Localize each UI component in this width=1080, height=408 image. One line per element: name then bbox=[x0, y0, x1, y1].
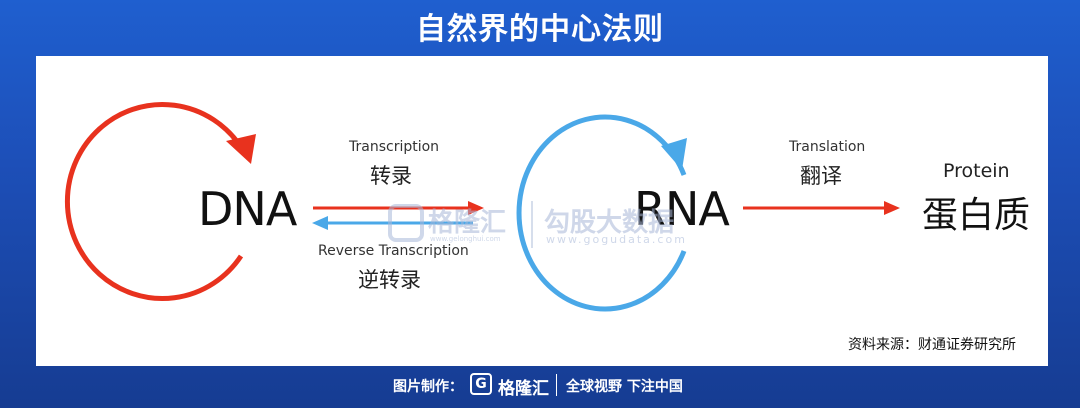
diagram-graphics bbox=[64, 102, 900, 312]
watermark-second-brand: 勾股大数据 bbox=[544, 208, 675, 238]
transcription-zh-label: 转录 bbox=[370, 164, 412, 188]
transcription-arrowhead bbox=[468, 201, 484, 215]
reverse-transcription-zh-label: 逆转录 bbox=[358, 268, 421, 292]
rna-self-loop-arrowhead bbox=[661, 138, 687, 170]
translation-zh-label: 翻译 bbox=[800, 164, 842, 188]
rna-self-loop-arrow bbox=[516, 114, 687, 312]
source-note: 资料来源：财通证券研究所 bbox=[848, 337, 1016, 353]
reverse-transcription-arrowhead bbox=[312, 216, 328, 230]
rna-label: RNA bbox=[634, 182, 730, 236]
watermark-brand-url: www.gelonghui.com bbox=[430, 235, 501, 243]
watermark-second-url: www.gogudata.com bbox=[546, 233, 687, 246]
dna-self-loop-arrowhead bbox=[226, 134, 256, 164]
footer-logo-icon: G bbox=[470, 373, 492, 395]
footer: 图片制作： G 格隆汇 全球视野 下注中国 bbox=[0, 370, 1080, 408]
footer-divider bbox=[556, 374, 557, 396]
protein-zh-label: 蛋白质 bbox=[922, 195, 1031, 236]
diagram-panel: DNA RNA Protein 蛋白质 Transcription 转录 Rev… bbox=[36, 56, 1048, 366]
footer-slogan: 全球视野 下注中国 bbox=[566, 379, 683, 395]
footer-brand: 格隆汇 bbox=[498, 379, 549, 399]
watermark-brand: 格隆汇 bbox=[428, 208, 507, 238]
watermark-logo-icon bbox=[388, 204, 424, 242]
footer-credit: 图片制作： bbox=[393, 379, 463, 395]
protein-en-label: Protein bbox=[943, 160, 1010, 182]
transcription-en-label: Transcription bbox=[349, 139, 440, 155]
translation-en-label: Translation bbox=[789, 139, 866, 155]
reverse-transcription-en-label: Reverse Transcription bbox=[318, 243, 469, 259]
page-title: 自然界的中心法则 bbox=[416, 12, 664, 47]
dna-self-loop-arrow bbox=[64, 102, 244, 301]
translation-arrowhead bbox=[884, 201, 900, 215]
dna-label: DNA bbox=[198, 182, 297, 236]
